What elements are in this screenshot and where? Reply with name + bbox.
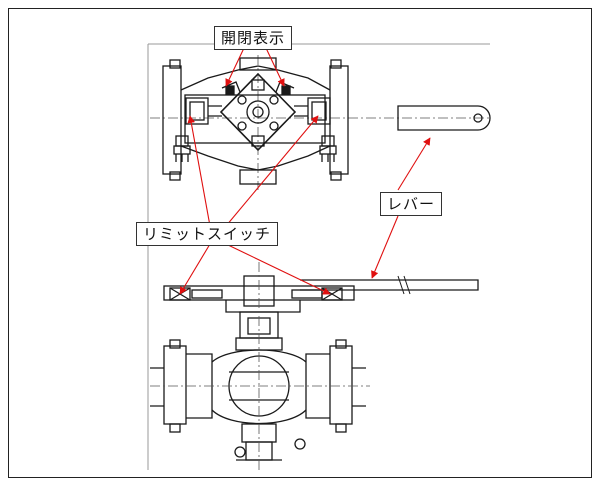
sheet-border — [147, 43, 490, 470]
arrow-icon — [179, 243, 211, 295]
arrow-icon — [397, 137, 431, 191]
label-lever: レバー — [380, 192, 443, 216]
arrow-icon — [225, 47, 245, 87]
front-view — [150, 262, 479, 472]
figure-frame — [8, 8, 592, 478]
top-view — [150, 55, 491, 190]
label-open-close-indicator: 開閉表示 — [214, 26, 293, 50]
leader-arrows — [179, 47, 431, 295]
arrow-icon — [265, 47, 285, 87]
arrow-icon — [225, 115, 319, 227]
arrow-icon — [187, 115, 211, 227]
label-limit-switch: リミットスイッチ — [136, 222, 279, 246]
arrow-icon — [371, 215, 399, 279]
arrow-icon — [225, 243, 331, 295]
